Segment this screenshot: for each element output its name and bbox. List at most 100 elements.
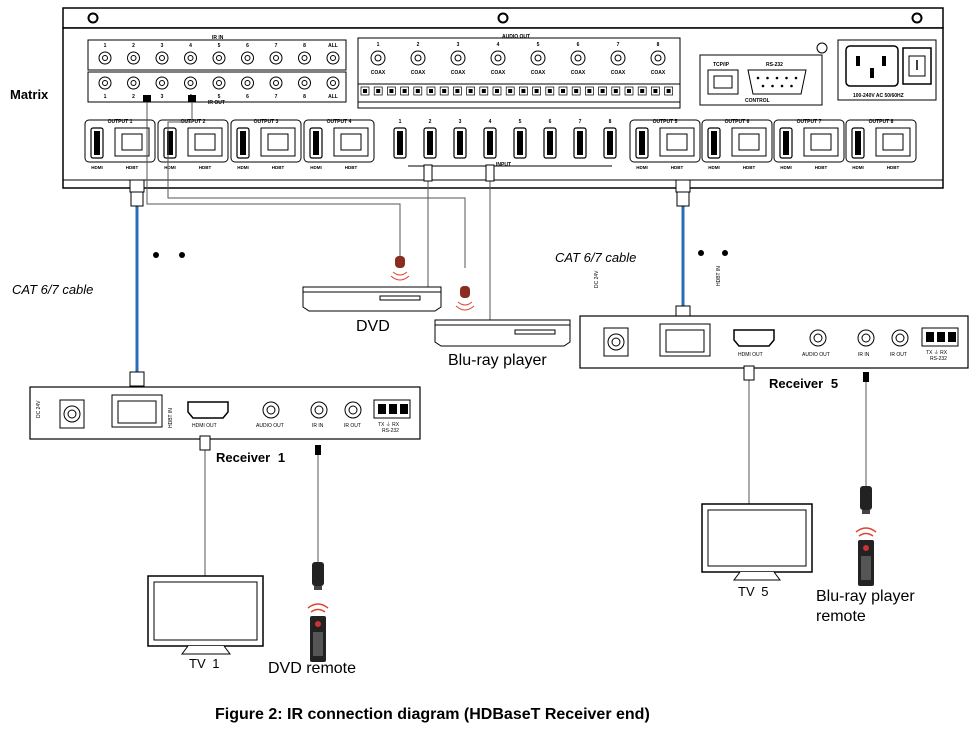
coax-jack	[410, 50, 426, 66]
hdbt-label: HDBT	[815, 165, 828, 170]
rj45-port	[187, 127, 223, 157]
hdbt-label: HDBT	[126, 165, 139, 170]
audio-number: 2	[417, 42, 420, 48]
ir-out-label: IR OUT	[208, 100, 225, 106]
ir-in-number: 6	[246, 43, 249, 49]
coax-label: COAX	[571, 70, 586, 76]
audio-number: 5	[537, 42, 540, 48]
hdmi-label: HDMI	[780, 165, 792, 170]
ir-out-number: 7	[275, 94, 278, 100]
receiver1-rs232-sub: RS-232	[382, 428, 399, 434]
rs232-label: RS-232	[766, 62, 783, 68]
output-label: OUTPUT 1	[108, 119, 133, 125]
ir-in-number: 4	[189, 43, 192, 49]
bluray-remote-label-line2: remote	[816, 608, 866, 625]
coax-label: COAX	[411, 70, 426, 76]
ir-in-number: 7	[275, 43, 278, 49]
ir-out-jack	[241, 76, 254, 90]
tcpip-label: TCP/IP	[713, 62, 730, 68]
output-label: OUTPUT 3	[254, 119, 279, 125]
hdmi-label: HDMI	[237, 165, 249, 170]
ir-receiver-icon	[312, 562, 324, 590]
hdmi-label: HDMI	[91, 165, 103, 170]
dvd-player	[302, 286, 442, 312]
coax-jack	[450, 50, 466, 66]
ir-out-jack	[184, 76, 197, 90]
ir-out-jack	[127, 76, 140, 90]
ir-in-jack	[212, 51, 226, 65]
receiver1-box	[29, 386, 421, 440]
input-label: INPUT	[496, 162, 511, 168]
rj45-port	[659, 127, 695, 157]
audio-number: 1	[377, 42, 380, 48]
output-label: OUTPUT 6	[725, 119, 750, 125]
receiver5-ir-out-label: IR OUT	[890, 352, 907, 358]
ir-out-number: 6	[246, 94, 249, 100]
dvd-remote-icon	[307, 603, 329, 662]
ir-out-number: ALL	[328, 94, 338, 100]
hdbt-label: HDBT	[887, 165, 900, 170]
hdmi-label: HDMI	[852, 165, 864, 170]
cable-label-right: CAT 6/7 cable	[555, 250, 637, 265]
tv5-label: TV 5	[738, 584, 769, 599]
receiver5-ir-in-label: IR IN	[858, 352, 870, 358]
coax-label: COAX	[371, 70, 386, 76]
ir-out-jack	[298, 76, 311, 90]
receiver1-hdbt-label: HDBT IN	[168, 408, 174, 428]
matrix-label: Matrix	[10, 87, 49, 102]
coax-jack	[490, 50, 506, 66]
coax-jack	[570, 50, 586, 66]
output-label: OUTPUT 2	[181, 119, 206, 125]
receiver5-hdbt-label: HDBT IN	[716, 266, 722, 286]
rj45-port	[731, 127, 767, 157]
tv1-label: TV 1	[189, 656, 220, 671]
figure-caption: Figure 2: IR connection diagram (HDBaseT…	[215, 706, 650, 723]
audio-number: 4	[497, 42, 500, 48]
hdbt-label: HDBT	[199, 165, 212, 170]
coax-label: COAX	[651, 70, 666, 76]
ir-out-jack	[98, 76, 112, 90]
bluray-ir-emitter-icon	[455, 286, 475, 311]
coax-label: COAX	[611, 70, 626, 76]
output-label: OUTPUT 4	[327, 119, 352, 125]
ir-out-jack	[212, 76, 226, 90]
receiver1-label: Receiver 1	[216, 450, 286, 465]
receiver1-dc-label: DC 24V	[36, 400, 42, 418]
coax-jack	[610, 50, 626, 66]
hdbt-label: HDBT	[345, 165, 358, 170]
ir-in-number: 3	[161, 43, 164, 49]
rj45-port	[875, 127, 911, 157]
coax-label: COAX	[531, 70, 546, 76]
receiver1-ir-out-label: IR OUT	[344, 423, 361, 429]
receiver1-ir-in-label: IR IN	[312, 423, 324, 429]
receiver1-rs232-label: TX ⏚ RX	[378, 422, 400, 428]
hdbt-label: HDBT	[272, 165, 285, 170]
coax-jack	[370, 50, 386, 66]
rj45-port	[260, 127, 296, 157]
ir-out-number: 5	[218, 94, 221, 100]
output-label: OUTPUT 5	[653, 119, 678, 125]
dvd-remote-label: DVD remote	[268, 660, 357, 677]
power-label: 100-240V AC 50/60HZ	[853, 93, 904, 99]
ir-in-number: 2	[132, 43, 135, 49]
input-number: 6	[549, 119, 552, 125]
audio-number: 8	[657, 42, 660, 48]
rj45-port	[114, 127, 150, 157]
ir-out-jack	[269, 76, 283, 90]
input-number: 4	[489, 119, 492, 125]
input-number: 1	[399, 119, 402, 125]
ir-out-number: 1	[104, 94, 107, 100]
tv1-icon	[147, 575, 264, 655]
ir-in-jack	[326, 51, 340, 65]
ir-in-number: 1	[104, 43, 107, 49]
ir-receiver-icon	[860, 486, 872, 514]
coax-jack	[650, 50, 666, 66]
input-number: 2	[429, 119, 432, 125]
audio-number: 6	[577, 42, 580, 48]
receiver5-box	[579, 315, 969, 369]
ir-in-jack	[98, 51, 112, 65]
receiver5-rs232-sub: RS-232	[930, 356, 947, 362]
output-label: OUTPUT 8	[869, 119, 894, 125]
